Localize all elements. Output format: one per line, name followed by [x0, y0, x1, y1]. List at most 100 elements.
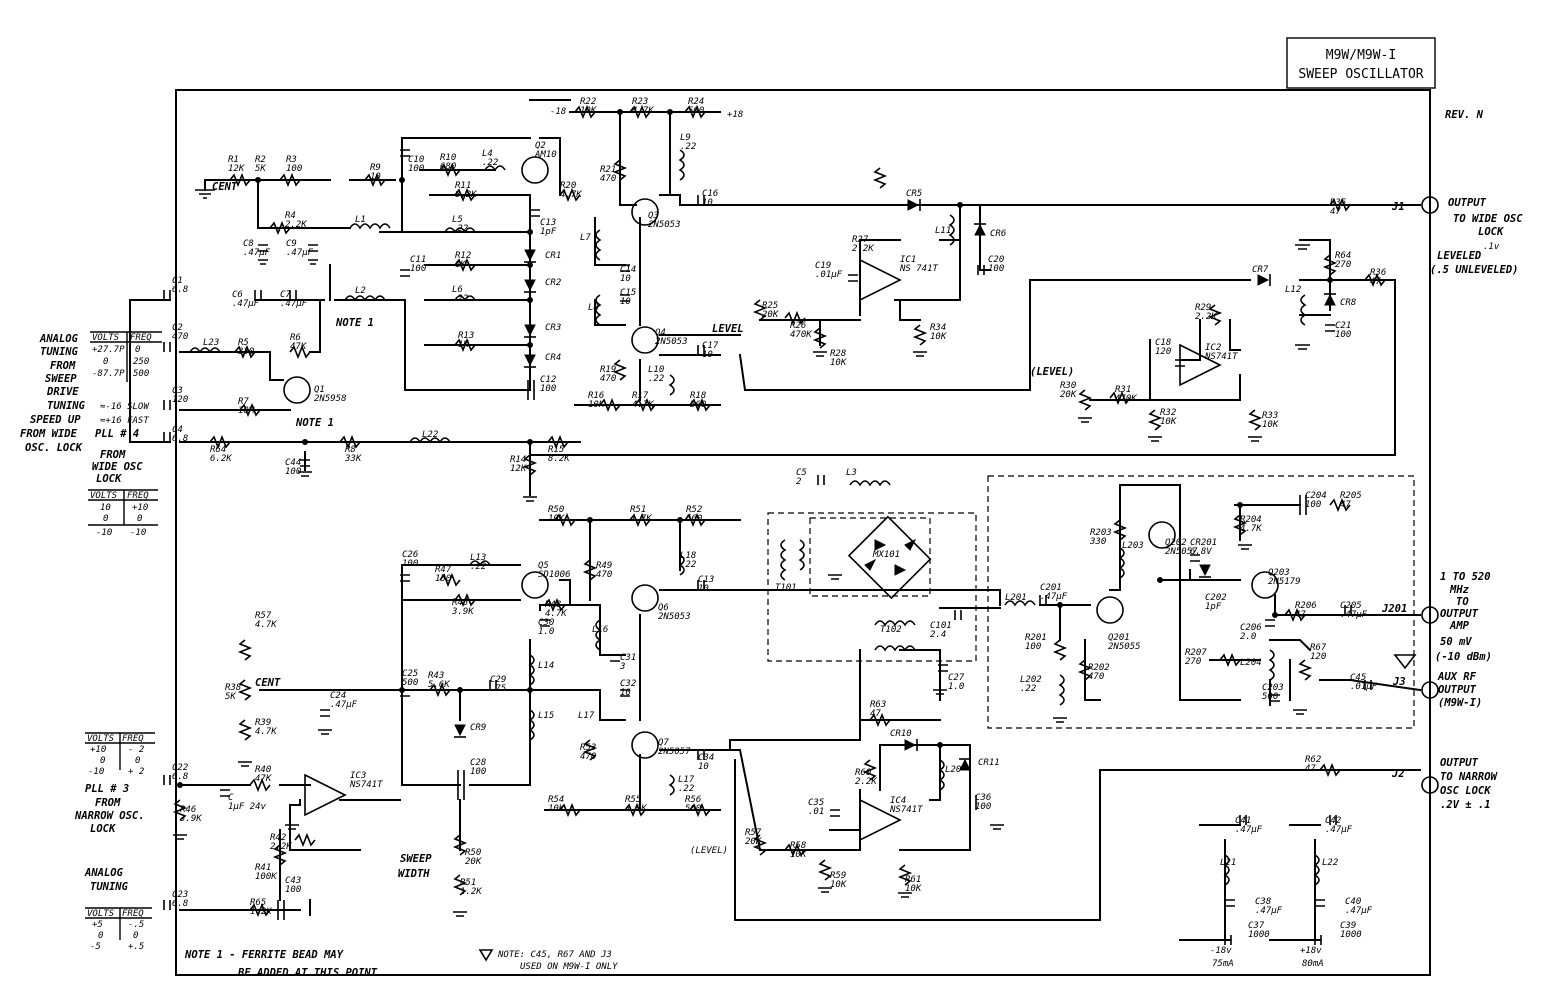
- component-value-l17: .22: [678, 784, 694, 794]
- component-value-c204: 100: [1305, 500, 1321, 510]
- component-ref-r201: R201: [1025, 633, 1047, 643]
- component-value-l10: .22: [648, 374, 664, 384]
- analog2-r3a: -5: [90, 942, 101, 952]
- component-ref-l203: L203: [1122, 541, 1144, 551]
- j1-ref: J1: [1391, 201, 1405, 213]
- component-ref-c25: C25: [402, 669, 418, 679]
- pll3-r1a: +10: [90, 745, 106, 755]
- component-value-c3: 120: [172, 395, 188, 405]
- j201-desc-1: 1 TO 520: [1440, 571, 1491, 583]
- component-value-c18: 120: [1155, 347, 1171, 357]
- component-value-c10: 100: [408, 164, 424, 174]
- inductor-symbols: [189, 149, 1320, 886]
- component-value-r33: 10K: [1262, 420, 1279, 430]
- component-ref-r59: R59: [830, 871, 846, 881]
- transistor-symbols: [283, 156, 1279, 759]
- analog1-r3a: -87.7P: [92, 369, 125, 379]
- pll4-r1b: +10: [132, 503, 148, 513]
- component-ref-c41: C41: [1235, 816, 1251, 826]
- input-tables-grid: [85, 331, 162, 940]
- note1-marker-a: NOTE 1: [335, 317, 374, 329]
- component-value-r5: 330: [237, 347, 254, 357]
- j201-desc-5: AMP: [1449, 620, 1470, 632]
- pll3-r1b: - 2: [128, 745, 144, 755]
- component-value-r207: 270: [1185, 657, 1201, 667]
- component-ref-cr2: CR2: [545, 278, 561, 288]
- component-ref-c36: C36: [975, 793, 991, 803]
- component-ref-r46: R46: [180, 805, 196, 815]
- component-ref-r4: R4: [285, 211, 296, 221]
- component-value-r39: 4.7K: [255, 727, 277, 737]
- component-ref-r11: R11: [455, 181, 471, 191]
- component-value-ic4: NS741T: [889, 805, 923, 815]
- component-ref-l13: L13: [470, 553, 486, 563]
- net-level-1: LEVEL: [712, 323, 744, 335]
- component-value-c5: 2: [796, 477, 801, 487]
- component-value-c4: 6.8: [172, 434, 188, 444]
- component-value-r8: 33K: [344, 454, 362, 464]
- component-ref-ic3: IC3: [350, 771, 366, 781]
- component-ref-r58: R58: [790, 841, 806, 851]
- component-ref-r63: R63: [870, 700, 886, 710]
- component-ref-l16: L16: [592, 625, 608, 635]
- net-sweep-width-1: SWEEP: [400, 853, 432, 865]
- component-ref-r5: R5: [238, 338, 249, 348]
- component-ref-r41: R41: [255, 863, 271, 873]
- component-value-c35: .01: [808, 807, 824, 817]
- j201-desc-2: MHz: [1449, 584, 1470, 596]
- component-ref-q203: Q203: [1268, 568, 1290, 578]
- title-line-1: M9W/M9W-I: [1326, 48, 1396, 63]
- note-2-line-2: USED ON M9W-I ONLY: [520, 962, 618, 972]
- analog1-r1b: 0: [135, 345, 140, 355]
- component-value-q2: AM10: [534, 150, 557, 160]
- component-value-c2: 470: [172, 332, 188, 342]
- mx101-enclosure: [809, 517, 931, 597]
- component-ref-r54: R54: [548, 795, 564, 805]
- analog2-r1a: +5: [92, 920, 103, 930]
- component-value-q201: 2N5055: [1108, 642, 1141, 652]
- component-value-c34: 10: [698, 762, 709, 772]
- j2-ref: J2: [1391, 768, 1405, 780]
- supply-label-m18: -18: [550, 107, 566, 117]
- component-value-c23: 6.8: [172, 899, 188, 909]
- component-value-l18: .22: [680, 560, 696, 570]
- component-ref-c18: C18: [1155, 338, 1171, 348]
- component-ref-r61: R61: [905, 875, 921, 885]
- component-ref-r17: R17: [632, 391, 649, 401]
- analog2-l2: TUNING: [90, 881, 129, 893]
- component-value-c9: .47µF: [286, 248, 314, 258]
- component-ref-l204: L204: [1240, 658, 1262, 668]
- component-value-q1: 2N5958: [314, 394, 347, 404]
- component-ref-c11: C11: [410, 255, 426, 265]
- component-ref-l12: L12: [1285, 285, 1301, 295]
- component-value-r54: 10K: [548, 804, 565, 814]
- component-ref-c5: C5: [796, 468, 807, 478]
- component-value-r22: 10K: [580, 106, 597, 116]
- component-ref-r9: R9: [370, 163, 381, 173]
- speedup-l1: TUNING: [47, 400, 86, 412]
- component-ref-cr1: CR1: [545, 251, 561, 261]
- component-ref-c32: C32: [620, 679, 636, 689]
- component-value-l5: .22: [452, 224, 468, 234]
- component-ref-r65: R65: [250, 898, 266, 908]
- component-ref-cr4: CR4: [545, 353, 561, 363]
- j2-desc-4: .2V ± .1: [1440, 799, 1491, 811]
- component-ref-q1: Q1: [314, 385, 325, 395]
- component-value-r18: 560: [690, 400, 706, 410]
- component-ref-c22: C22: [172, 763, 188, 773]
- resistor-symbols: [172, 104, 1386, 918]
- component-ref-r13: R13: [458, 331, 474, 341]
- component-value-r53: 470: [580, 752, 596, 762]
- component-ref-mx101: MX101: [872, 550, 900, 560]
- component-ref-l2: L2: [355, 286, 366, 296]
- component-ref-c31: C31: [620, 653, 636, 663]
- component-ref-l6: L6: [452, 285, 463, 295]
- component-ref-c1: C1: [172, 276, 183, 286]
- net-level-3: (LEVEL): [690, 846, 728, 856]
- component-value-r60: 2.2K: [855, 777, 877, 787]
- component-ref-r6: R6: [290, 333, 301, 343]
- component-ref-c3: C3: [172, 386, 183, 396]
- component-ref-r19: R19: [600, 365, 616, 375]
- component-ref-c43: C43: [285, 876, 301, 886]
